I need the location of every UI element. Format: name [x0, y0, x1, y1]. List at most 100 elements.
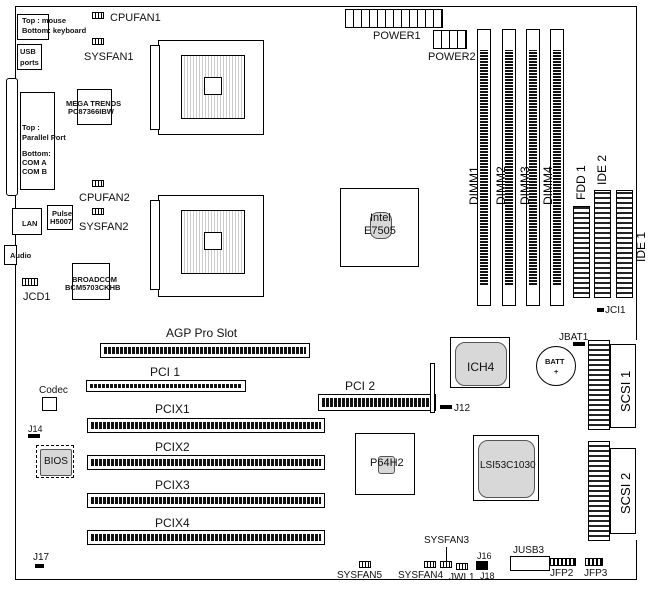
- lsi-chip: [478, 440, 535, 498]
- battery: [536, 346, 576, 386]
- bios-label: BIOS: [44, 456, 68, 467]
- ide1-connector: [616, 190, 633, 298]
- dimm2-label: DIMM2: [494, 166, 508, 205]
- pcix4-slot[interactable]: [87, 530, 325, 545]
- sysfan3-pointer: [446, 547, 447, 561]
- pulse-chip: [47, 205, 73, 230]
- fdd1-connector: [573, 206, 590, 298]
- pcix1-label: PCIX1: [155, 402, 190, 416]
- northbridge-label-1: Intel: [370, 212, 391, 224]
- ps2-label-top: Top : mouse: [22, 16, 67, 25]
- bios-chip: [40, 449, 72, 476]
- agp-label: AGP Pro Slot: [166, 326, 238, 340]
- pulse-label-2: H5007: [50, 217, 73, 226]
- board-edge-right-lower: [636, 540, 637, 580]
- cpu-socket-1-lever: [150, 45, 160, 130]
- sysfan5-label: SYSFAN5: [337, 570, 383, 581]
- pcix2-label: PCIX2: [155, 440, 190, 454]
- jbat1-label: JBAT1: [559, 332, 589, 343]
- dimm3-slot[interactable]: [526, 29, 540, 306]
- jci1-label: JCI1: [605, 305, 626, 316]
- board-edge-left: [15, 6, 16, 580]
- jci1-jumper: [597, 308, 604, 312]
- jcd1-connector: [22, 278, 38, 286]
- ide2-connector: [594, 190, 611, 298]
- sysfan1-label: SYSFAN1: [84, 51, 134, 63]
- power1-connector: [345, 9, 443, 28]
- ich4-chip: [455, 342, 507, 386]
- cpu-socket-2-lever: [150, 200, 160, 290]
- jwl1-label: JWL1: [449, 572, 475, 583]
- pci1-slot[interactable]: [86, 380, 246, 392]
- pci1-label: PCI 1: [150, 365, 181, 379]
- sysfan2-connector: [92, 208, 104, 215]
- jfp2-header: [550, 558, 576, 566]
- superio-label-2: PC87366IBW: [68, 107, 114, 116]
- parallel-label-4: COM A: [22, 158, 47, 167]
- pci2-slot[interactable]: [318, 394, 436, 411]
- power1-label: POWER1: [373, 30, 421, 42]
- jwl1-connector: [456, 563, 468, 570]
- pcix2-slot[interactable]: [87, 455, 325, 470]
- usb-label-1: USB: [20, 47, 36, 56]
- lsi-label: LSI53C1030: [480, 460, 536, 471]
- p64h2-chip: [355, 433, 415, 495]
- scsi1-shroud: [610, 344, 636, 428]
- scsi2-shroud: [610, 448, 636, 534]
- dimm1-slot[interactable]: [477, 29, 491, 306]
- j14-jumper: [28, 434, 40, 438]
- scsi1-connector: [588, 340, 610, 430]
- sysfan4-label: SYSFAN4: [398, 570, 444, 581]
- p64h2-label: P64H2: [370, 457, 404, 469]
- fdd1-label: FDD 1: [574, 165, 588, 200]
- agp-pro-slot[interactable]: [100, 343, 310, 358]
- p64h2-die: [378, 456, 395, 474]
- scsi2-connector: [588, 441, 610, 541]
- dimm3-label: DIMM3: [518, 166, 532, 205]
- j14-label: J14: [28, 424, 43, 434]
- jbat1-jumper: [573, 342, 585, 346]
- broadcom-label-1: BROADCOM: [72, 275, 117, 284]
- cpufan1-label: CPUFAN1: [110, 12, 161, 24]
- power2-label: POWER2: [428, 51, 476, 63]
- sysfan3-connector: [440, 561, 452, 568]
- jcd1-label: JCD1: [23, 291, 51, 303]
- pcix1-slot[interactable]: [87, 418, 325, 433]
- usb-label-2: ports: [20, 58, 39, 67]
- ps2-label-bottom: Bottom: keyboard: [22, 26, 87, 35]
- ps2-port: [17, 14, 49, 40]
- sysfan1-connector: [92, 38, 104, 45]
- cpufan1-connector: [92, 12, 104, 19]
- parallel-label-2: Parallel Port: [22, 133, 66, 142]
- scsi2-label: SCSI 2: [618, 472, 633, 514]
- pcix3-label: PCIX3: [155, 478, 190, 492]
- lan-label: LAN: [22, 219, 38, 228]
- ich4-label: ICH4: [467, 360, 495, 374]
- pcix4-label: PCIX4: [155, 516, 190, 530]
- superio-label-1: MEGA TRENDS: [66, 99, 122, 108]
- board-edge-top: [15, 6, 637, 7]
- dsub-shell: [6, 78, 18, 196]
- usb-port: [17, 44, 42, 70]
- pcix3-slot[interactable]: [87, 493, 325, 508]
- broadcom-label-2: BCM5703CKHB: [65, 283, 121, 292]
- superio-chip: [77, 89, 112, 125]
- jfp2-label: JFP2: [550, 568, 574, 579]
- jusb3-header: [510, 556, 550, 571]
- j17-jumper: [35, 564, 44, 568]
- northbridge-label-2: E7505: [364, 225, 396, 237]
- cpu-socket-1: [158, 40, 264, 135]
- sysfan4-connector: [424, 561, 436, 568]
- broadcom-chip: [72, 263, 110, 300]
- board-edge-right: [636, 6, 637, 340]
- battery-polarity: +: [554, 367, 559, 376]
- cpufan2-label: CPUFAN2: [79, 192, 130, 204]
- pci2-retention-clip: [430, 363, 435, 413]
- j16-j18-jumpers: [476, 561, 488, 570]
- board-edge-bottom: [15, 579, 637, 580]
- dimm4-slot[interactable]: [550, 29, 564, 306]
- dimm2-slot[interactable]: [502, 29, 516, 306]
- codec-label: Codec: [39, 385, 68, 396]
- ide2-label: IDE 2: [595, 154, 609, 185]
